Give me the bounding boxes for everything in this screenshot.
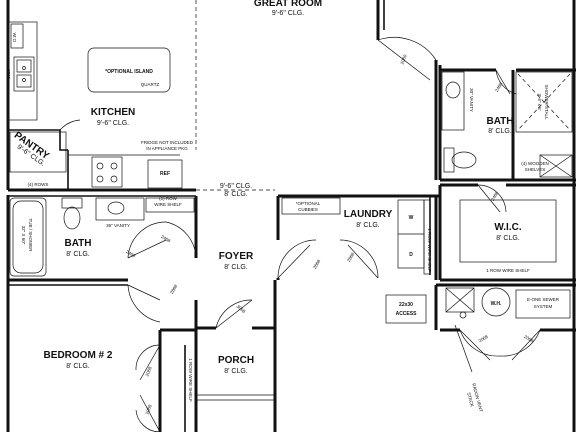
hall-bath-fixtures: [9, 197, 197, 277]
great-room-name: GREAT ROOM: [254, 0, 322, 9]
wic-fixtures: [459, 184, 557, 263]
note-cubbies-2: CUBBIES: [298, 207, 318, 212]
note-optional-island: *OPTIONAL ISLAND: [105, 69, 153, 75]
note-row-shelf-2: WIRE SHELF: [154, 202, 182, 207]
door-size-labels: 2060 2468 2468 2468 2468 2868 3068 2668 …: [125, 53, 535, 415]
note-access-1: 22x30: [399, 302, 413, 308]
note-cubbies-1: *OPTIONAL: [296, 201, 321, 206]
note-master-vanity: 30" VANITY: [469, 88, 474, 112]
laundry-fixtures: [277, 197, 431, 279]
door-size-wic: 2468: [490, 190, 500, 202]
note-shower-1: 3'-6" x 5': [537, 93, 542, 110]
room-labels: GREAT ROOM 9'-6" CLG. KITCHEN 9'-6" CLG.…: [12, 0, 522, 375]
note-labels: *OPTIONAL ISLAND QUARTZ FRIDGE NOT INCLU…: [6, 32, 560, 413]
note-shower-2: SHOWER STALL: [544, 85, 549, 120]
door-size-foyer: 3068: [236, 304, 247, 315]
note-fridge-1: FRIDGE NOT INCLUDED: [141, 140, 194, 145]
note-laundry-shelf: 1 ROW WIRE SHELF: [427, 228, 432, 272]
foyer-clg: 8' CLG.: [224, 264, 248, 271]
note-quartz: QUARTZ: [141, 82, 160, 87]
door-size-laundry-2: 2868: [346, 251, 356, 263]
door-size-closet-2: 2068: [145, 403, 153, 415]
door-size-garage-1: 2068: [478, 334, 490, 344]
master-bath-name: BATH: [486, 116, 513, 127]
note-sink-size: 3020: [6, 68, 11, 79]
note-wic-shelf: 1 ROW WIRE SHELF: [486, 268, 530, 273]
kitchen-fixtures: [8, 0, 197, 190]
note-radon-2: STACK: [466, 392, 475, 407]
note-dw: D.W.: [12, 32, 17, 42]
note-hall-vanity: 36" VANITY: [106, 223, 130, 228]
note-tub-1: 32" X 60": [21, 226, 26, 245]
hall-bath-name: BATH: [64, 238, 91, 249]
kitchen-name: KITCHEN: [91, 107, 135, 118]
wic-clg: 8' CLG.: [496, 235, 520, 242]
door-size-bedroom: 2868: [169, 283, 179, 295]
laundry-name: LAUNDRY: [344, 209, 393, 220]
door-size-closet-1: 2068: [145, 365, 153, 377]
door-size-mbath: 2468: [494, 81, 504, 93]
bedroom2-name: BEDROOM # 2: [44, 350, 113, 361]
note-pantry-rows: (4) ROWS: [28, 182, 49, 187]
note-fridge-2: IN APPLIANCE PKG: [146, 146, 188, 151]
door-size-gr: 2060: [400, 53, 408, 65]
note-dryer: D: [409, 252, 413, 258]
note-bedroom-shelf: 1 ROW WIRE SHELF: [188, 358, 193, 402]
foyer-name: FOYER: [219, 251, 254, 262]
walls: [6, 0, 576, 432]
bedroom-fixtures: [127, 284, 161, 432]
door-size-laundry-1: 2668: [312, 258, 322, 270]
utility-fixtures: [385, 287, 571, 373]
door-size-garage-2: 2068: [523, 334, 535, 344]
note-ref: REF: [160, 171, 170, 177]
porch-name: PORCH: [218, 355, 254, 366]
laundry-clg: 8' CLG.: [356, 222, 380, 229]
note-washer: W: [409, 215, 414, 221]
hall-clg-2: 8' CLG.: [224, 191, 248, 198]
note-tub-2: TUB / SHOWER: [28, 218, 33, 252]
door-size-hbath-2: 2468: [125, 249, 137, 259]
note-e-one-1: E-ONE SEWER: [527, 297, 560, 302]
porch-clg: 8' CLG.: [224, 368, 248, 375]
note-row-shelf-1: (1) ROW: [159, 196, 178, 201]
note-wooden-shelves-2: SHELVES: [525, 167, 545, 172]
wic-name: W.I.C.: [494, 222, 521, 233]
note-access-2: ACCESS: [396, 311, 418, 317]
foyer-fixtures: [196, 189, 275, 401]
bedroom2-clg: 8' CLG.: [66, 363, 90, 370]
note-wooden-shelves-1: (4) WOODEN: [521, 161, 549, 166]
note-e-one-2: SYSTEM: [534, 304, 553, 309]
master-bath-clg: 8' CLG.: [488, 128, 512, 135]
door-size-hbath: 2468: [160, 234, 172, 244]
kitchen-clg: 9'-6" CLG.: [97, 120, 129, 127]
great-room-clg: 9'-6" CLG.: [272, 10, 304, 17]
master-bath-fixtures: [377, 36, 573, 178]
hall-clg-1: 9'-6" CLG.: [220, 183, 252, 190]
hall-bath-clg: 8' CLG.: [66, 251, 90, 258]
note-wh: W.H.: [491, 301, 502, 307]
